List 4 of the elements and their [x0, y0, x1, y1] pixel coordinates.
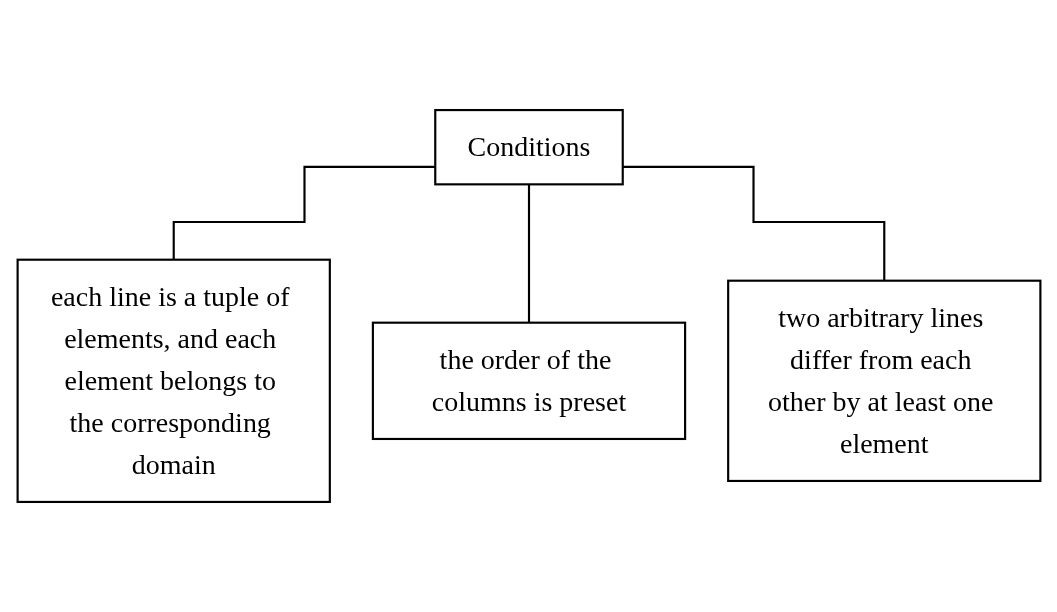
node-box: two arbitrary lines differ from each other by at least one element: [726, 279, 1041, 483]
node-box: the order of the columns is preset: [371, 321, 686, 441]
node-box: Conditions: [433, 109, 624, 186]
node-box: each line is a tuple of elements, and each element belongs to the corresponding domain: [16, 258, 331, 503]
